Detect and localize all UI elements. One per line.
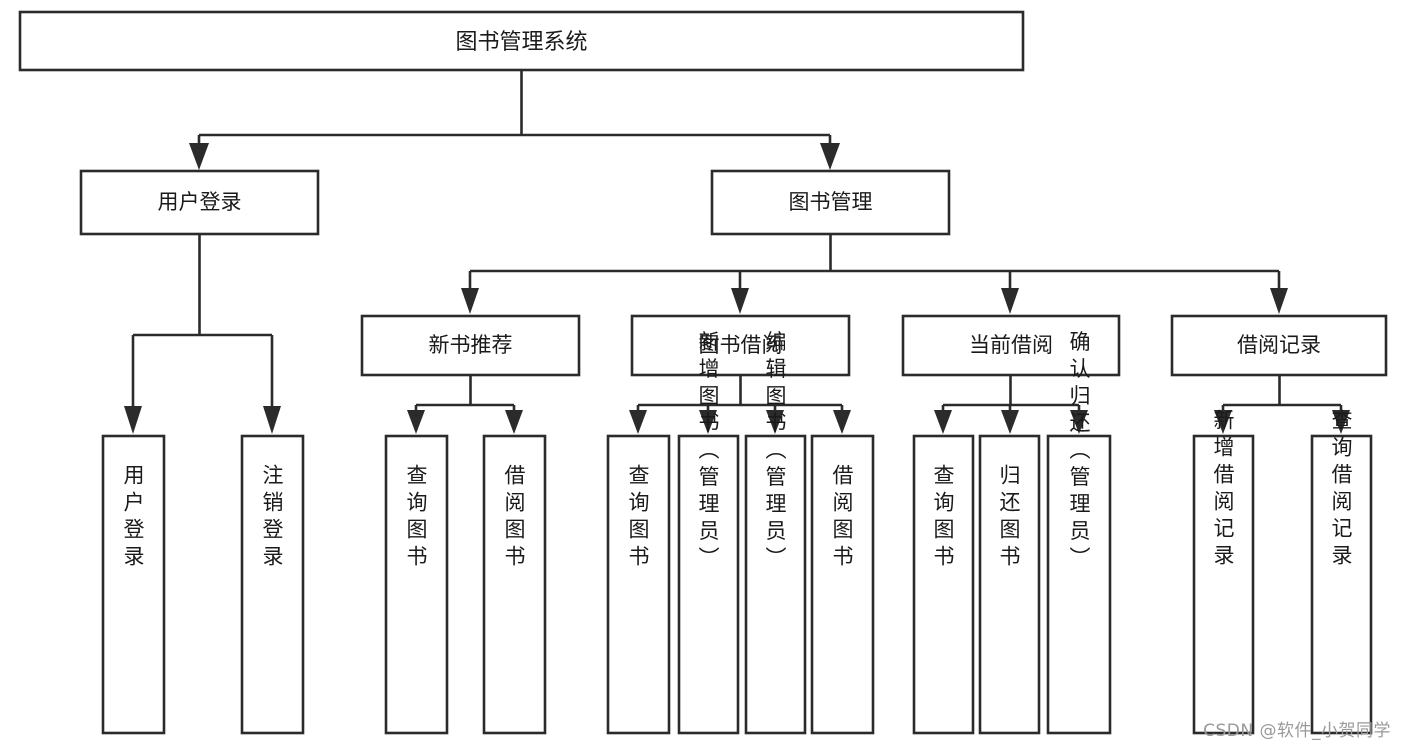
leaf-query-borrow-record-label: 查询借阅记录 (1329, 409, 1353, 571)
leaf-query-book-newbook-label: 查询图书 (404, 464, 428, 572)
arrowhead-leaf-add-record (1214, 410, 1232, 434)
node-user-login[interactable]: 用户登录 (79, 169, 320, 236)
leaf-query-book-borrow-box[interactable] (606, 434, 671, 735)
leaf-add-borrow-record-box[interactable] (1192, 434, 1255, 735)
arrowhead-leaf-user-login (124, 406, 142, 434)
node-book-manage-box[interactable] (710, 169, 951, 236)
leaf-query-book-newbook-box[interactable] (384, 434, 449, 735)
node-user-login-label: 用户登录 (158, 190, 242, 214)
arrowhead-borrow-record (1270, 288, 1288, 314)
node-new-book-recommend-box[interactable] (360, 314, 581, 377)
leaf-edit-book-admin-label: 编辑图书（管理员） (763, 331, 787, 574)
leaf-add-borrow-record-label: 新增借阅记录 (1211, 409, 1235, 571)
node-book-borrow-box[interactable] (630, 314, 851, 377)
leaf-query-borrow-record[interactable]: 查询借阅记录 (1310, 409, 1373, 735)
arrowhead-leaf-borrow-book-1 (505, 410, 523, 434)
leaf-borrow-book-newbook-label: 借阅图书 (502, 464, 526, 572)
connector-layer (124, 70, 1350, 434)
leaf-logout-login-label: 注销登录 (260, 464, 284, 572)
arrowhead-current-borrow (1001, 288, 1019, 314)
node-book-borrow[interactable]: 图书借阅 (630, 314, 851, 377)
arrowhead-user-login (189, 143, 209, 170)
node-root[interactable]: 图书管理系统 (18, 10, 1025, 72)
leaf-confirm-return-admin-label: 确认归还（管理员） (1067, 331, 1091, 574)
leaf-return-book-box[interactable] (978, 434, 1041, 735)
leaf-query-borrow-record-box[interactable] (1310, 434, 1373, 735)
arrowhead-leaf-edit-book (766, 410, 784, 434)
arrowhead-leaf-add-book (699, 410, 717, 434)
node-user-login-box[interactable] (79, 169, 320, 236)
arrowhead-leaf-confirm-return (1070, 410, 1088, 434)
leaf-user-login-label: 用户登录 (121, 464, 145, 572)
node-new-book-recommend[interactable]: 新书推荐 (360, 314, 581, 377)
leaf-query-book-borrow-label: 查询图书 (626, 464, 650, 572)
arrowhead-leaf-query-book-2 (629, 410, 647, 434)
leaf-query-book-current-box[interactable] (912, 434, 975, 735)
leaf-add-book-admin-label: 新增图书（管理员） (696, 331, 720, 574)
arrowhead-leaf-query-book-3 (934, 410, 952, 434)
leaf-logout-login[interactable]: 注销登录 (240, 434, 305, 735)
arrowhead-book-manage (820, 143, 840, 170)
node-book-manage-label: 图书管理 (789, 190, 873, 214)
node-borrow-record-box[interactable] (1170, 314, 1388, 377)
arrowhead-leaf-borrow-book-2 (833, 410, 851, 434)
leaf-confirm-return-admin[interactable]: 确认归还（管理员） (1046, 331, 1112, 735)
node-borrow-record[interactable]: 借阅记录 (1170, 314, 1388, 377)
arrowhead-new-book-rec (461, 288, 479, 314)
leaf-user-login[interactable]: 用户登录 (101, 434, 166, 735)
arrowhead-book-borrow (731, 288, 749, 314)
arrowhead-leaf-query-book-1 (407, 410, 425, 434)
arrowhead-leaf-query-record (1332, 410, 1350, 434)
leaf-borrow-book-borrow-label: 借阅图书 (830, 464, 854, 572)
leaf-query-book-newbook[interactable]: 查询图书 (384, 434, 449, 735)
leaf-borrow-book-newbook-box[interactable] (482, 434, 547, 735)
node-current-borrow-label: 当前借阅 (969, 333, 1053, 357)
leaf-borrow-book-borrow-box[interactable] (810, 434, 875, 735)
leaf-user-login-box[interactable] (101, 434, 166, 735)
node-book-manage[interactable]: 图书管理 (710, 169, 951, 236)
node-book-borrow-label: 图书借阅 (699, 333, 783, 357)
node-current-borrow-box[interactable] (901, 314, 1121, 377)
node-borrow-record-label: 借阅记录 (1237, 333, 1321, 357)
leaf-logout-login-box[interactable] (240, 434, 305, 735)
arrowhead-leaf-return-book (1001, 410, 1019, 434)
leaf-query-book-current[interactable]: 查询图书 (912, 434, 975, 735)
leaf-confirm-return-admin-box[interactable] (1046, 434, 1112, 735)
arrowhead-leaf-logout-login (263, 406, 281, 434)
leaf-edit-book-admin[interactable]: 编辑图书（管理员） (744, 331, 807, 735)
leaf-return-book-label: 归还图书 (997, 464, 1021, 572)
node-new-book-recommend-label: 新书推荐 (429, 333, 513, 357)
leaf-borrow-book-newbook[interactable]: 借阅图书 (482, 434, 547, 735)
leaf-add-book-admin-box[interactable] (677, 434, 740, 735)
leaf-borrow-book-borrow[interactable]: 借阅图书 (810, 434, 875, 735)
leaf-edit-book-admin-box[interactable] (744, 434, 807, 735)
leaf-query-book-current-label: 查询图书 (931, 464, 955, 572)
node-root-box[interactable] (18, 10, 1025, 72)
leaf-add-borrow-record[interactable]: 新增借阅记录 (1192, 409, 1255, 735)
node-root-label: 图书管理系统 (455, 30, 587, 55)
leaf-return-book[interactable]: 归还图书 (978, 434, 1041, 735)
leaf-query-book-borrow[interactable]: 查询图书 (606, 434, 671, 735)
node-current-borrow[interactable]: 当前借阅 (901, 314, 1121, 377)
leaf-add-book-admin[interactable]: 新增图书（管理员） (677, 331, 740, 735)
